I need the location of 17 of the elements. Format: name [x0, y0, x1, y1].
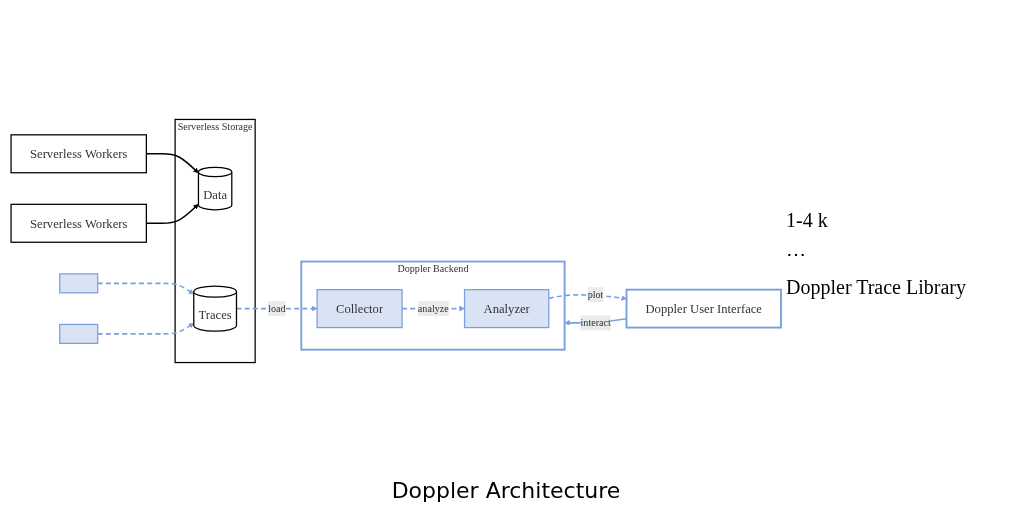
edge-label: load — [268, 302, 286, 314]
edge-label: interact — [580, 317, 611, 328]
node-box: Collector — [316, 289, 403, 329]
diagram-caption: Doppler Architecture — [390, 478, 622, 503]
arrow — [548, 294, 627, 301]
arrow — [235, 305, 318, 312]
note-text: 1-4 k — [786, 208, 829, 232]
node-box — [59, 323, 99, 344]
node-box: Analyzer — [463, 289, 550, 329]
note-text: Doppler Trace Library — [786, 275, 967, 299]
edge-label: plot — [587, 289, 604, 300]
node-box: Serverless Workers — [10, 134, 147, 174]
note-text: ⋯ — [786, 241, 807, 266]
edge-label: analyze — [417, 302, 449, 314]
node-box — [59, 273, 99, 294]
node-box: Serverless Workers — [10, 203, 147, 243]
node-box: Doppler User Interface — [625, 288, 782, 329]
